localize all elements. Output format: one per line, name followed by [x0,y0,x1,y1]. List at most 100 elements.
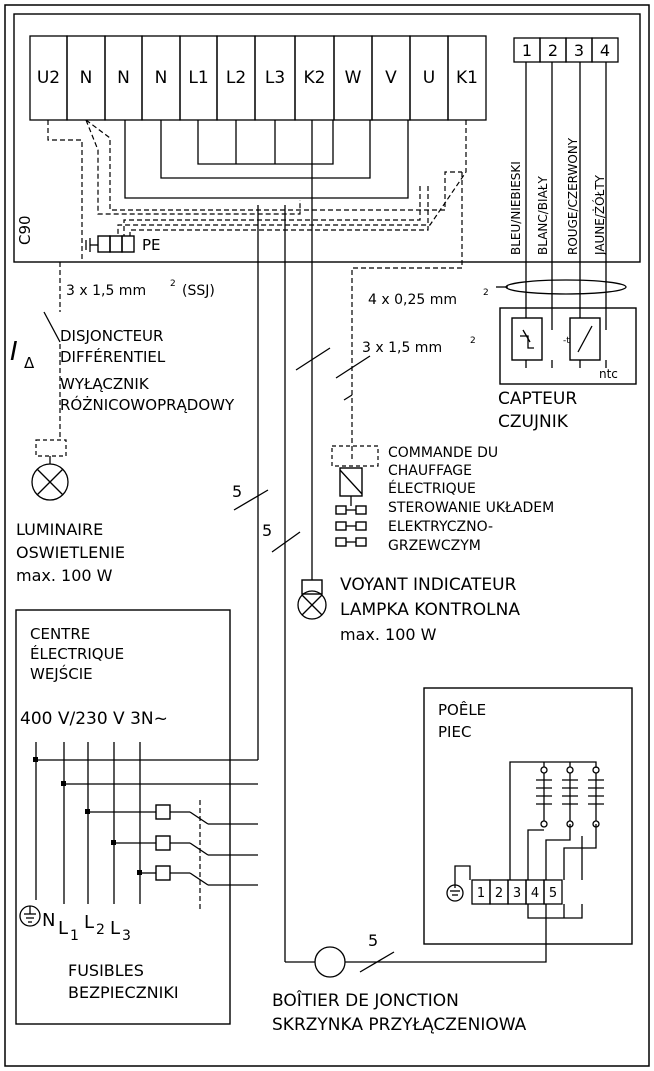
terminal-strip: U2 N N N L1 L2 L3 K2 W V U K1 [29,35,487,121]
luminaire-label-3: max. 100 W [16,566,113,585]
dashed-line [85,119,301,215]
terminal-label: U2 [37,68,60,88]
stove-terminal-label: 5 [549,886,557,901]
terminal-label: L1 [188,68,208,88]
terminal-label: N [117,68,130,88]
terminal-cell [447,35,487,121]
panel-l2: L [84,912,94,933]
heating-label-1: COMMANDE DU [388,445,498,461]
sensor-terminal-cell [591,37,619,63]
indicator-label-2: LAMPKA KONTROLNA [340,600,520,620]
heating-relay [331,445,379,547]
terminal-label: K1 [456,68,478,88]
indicator-lamp-icon [297,579,327,620]
wire-color-1: BLEU/NIEBIESKI [509,161,523,255]
indicator-label-3: max. 100 W [340,625,437,644]
panel-label-1: CENTRE [30,625,90,643]
stove-terminal-label: 3 [513,886,521,901]
stove-label-1: POÊLE [438,700,486,719]
wire-color-2: BLANC/BIAŁY [536,175,550,255]
panel-label-2: ÉLECTRIQUE [30,644,124,663]
heating-label-4: STEROWANIE UKŁADEM [388,500,554,516]
indicator-label-1: VOYANT INDICATEUR [340,575,517,595]
controller-box [13,13,641,263]
panel-l2-sub: 2 [96,922,105,938]
heating-label-6: GRZEWCZYM [388,538,481,554]
dashed-line [117,120,467,236]
junction-box-icon [314,946,346,978]
dashed-line [85,119,462,211]
cable-tick [359,951,395,973]
panel-voltage: 400 V/230 V 3N~ [20,709,168,729]
bus-line [124,120,409,199]
fuses-label-1: FUSIBLES [68,961,144,980]
rcd-label-3: WYŁĄCZNIK [60,375,150,393]
heater-element [536,762,552,828]
cable-count-a: 5 [232,482,242,501]
heating-label-2: CHAUFFAGE [388,463,472,479]
cable-count-b: 5 [262,521,272,540]
panel-label-3: WEJŚCIE [30,664,93,683]
dashed-line [351,172,463,460]
stove-terminal-label: 1 [477,886,485,901]
rcd-cable-type: (SSJ) [182,283,215,299]
cable-tick [343,394,353,401]
sensor-terminal-label: 3 [574,41,584,60]
wire-color-3: ROUGE/CZERWONY [566,137,580,255]
terminal-label: K2 [304,68,326,88]
bus-line [160,120,371,179]
sensor-label-fr: CAPTEUR [498,389,577,409]
rcd-symbol-delta: Δ [24,354,35,372]
sensor-t-label: -t [563,336,570,346]
wire-color-4: JAUNE/ŻÓŁTY [592,174,607,256]
sensor-terminal-label: 4 [600,41,610,60]
cable-bundle-ellipse [505,279,627,295]
terminal-label: L2 [226,68,246,88]
sensor-cable-sup: 2 [483,288,489,298]
terminal-label: V [385,68,397,88]
terminal-label: W [345,68,362,88]
sensor-terminal-label: 1 [522,41,532,60]
pe-block: PE [85,235,161,254]
rcd-cable-sup: 2 [170,279,176,289]
heating-label-3: ÉLECTRIQUE [388,480,476,497]
rcd: I Δ [10,262,61,440]
stove-terminal-label: 4 [531,886,539,901]
sensor-cable-label: 4 x 0,25 mm [368,292,457,308]
sensor-ntc-label: ntc [599,367,618,381]
rcd-symbol-i: I [10,337,18,367]
terminal-label: U [423,68,435,88]
stove-terminal-label: 2 [495,886,503,901]
panel-l1: L [58,918,68,939]
rcd-label-4: RÓŻNICOWOPRĄDOWY [60,395,235,414]
stove-feed [345,944,547,963]
outer-frame [4,4,650,1067]
rcd-label-2: DIFFÉRENTIEL [60,347,166,366]
luminaire-label-2: OSWIETLENIE [16,543,125,562]
terminal-label: N [155,68,168,88]
rcd-cable-label: 3 x 1,5 mm [66,283,146,299]
heater-element [562,762,578,828]
junction-label-1: BOÎTIER DE JONCTION [272,989,459,1011]
sensor-label-pl: CZUJNIK [498,412,569,432]
terminal-label: L3 [265,68,285,88]
cable-tick [335,355,371,379]
controller-model: C90 [16,215,34,245]
panel-l3-sub: 3 [122,928,131,944]
relay-cable-sup: 2 [470,336,476,346]
terminal-label: N [80,68,93,88]
heating-label-5: ELEKTRYCZNO- [388,519,493,535]
dashed-line [47,120,83,260]
luminaire-icon [31,439,69,501]
heater-element [588,766,604,828]
stove-label-2: PIEC [438,723,471,741]
cable-tick [295,347,331,371]
bus-line [197,120,334,165]
cable-count-c: 5 [368,931,378,950]
junction-label-2: SKRZYNKA PRZYŁĄCZENIOWA [272,1015,527,1035]
